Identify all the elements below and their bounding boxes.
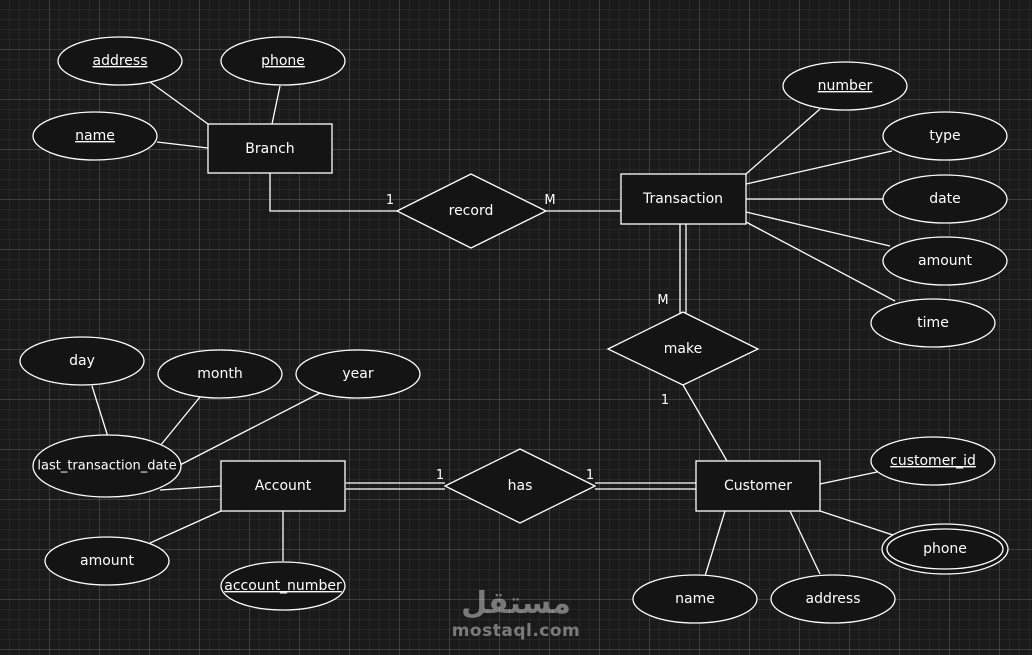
attribute-transaction-number[interactable]: number [782,61,908,111]
attribute-account-month[interactable]: month [157,349,283,399]
attribute-account-amount[interactable]: amount [44,536,170,586]
connectors [91,81,896,577]
entity-transaction[interactable]: Transaction [620,173,747,225]
watermark-url: mostaql.com [451,621,581,641]
attribute-label: amount [918,253,973,269]
attribute-label: number [818,78,873,94]
cardinality-record-branch: 1 [386,193,394,208]
cardinality-make-transaction: M [657,293,668,308]
cardinality-record-transaction: M [544,193,555,208]
attribute-account-year[interactable]: year [295,349,421,399]
attribute-label: month [197,366,242,382]
cardinality-has-customer: 1 [586,468,594,483]
attribute-label: year [342,366,373,382]
relationship-record-label: record [449,203,494,219]
attribute-label: type [929,128,960,144]
attribute-account-account-number[interactable]: account_number [220,561,346,611]
attribute-customer-customer-id[interactable]: customer_id [870,436,996,486]
attribute-label: phone [923,541,967,557]
cardinalities: 1 M M 1 1 1 [386,193,669,483]
relationship-make[interactable]: make [606,311,760,386]
attribute-label: customer_id [890,453,976,469]
attribute-branch-address[interactable]: address [57,36,183,86]
attribute-transaction-date[interactable]: date [882,174,1008,224]
attribute-customer-phone-multivalued[interactable]: phone [881,523,1009,575]
attribute-label: address [805,591,860,607]
cardinality-has-account: 1 [436,468,444,483]
attribute-customer-address[interactable]: address [770,574,896,624]
relationship-record[interactable]: record [395,173,548,249]
attribute-label: time [917,315,949,331]
attribute-account-day[interactable]: day [19,336,145,386]
entity-branch[interactable]: Branch [207,123,333,174]
entity-account-label: Account [255,478,312,494]
entity-customer[interactable]: Customer [695,460,821,512]
attribute-label: amount [80,553,135,569]
attribute-label: date [929,191,961,207]
relationship-has-label: has [508,478,533,494]
attribute-branch-name[interactable]: name [32,111,158,161]
entity-transaction-label: Transaction [642,191,723,207]
entity-account[interactable]: Account [220,460,346,512]
entity-branch-label: Branch [245,141,294,157]
entity-customer-label: Customer [724,478,792,494]
watermark-logo: مستقل [461,586,571,621]
attribute-label: name [675,591,715,607]
watermark: مستقل mostaql.com [436,586,596,642]
attribute-label: account_number [224,578,342,594]
attribute-branch-phone[interactable]: phone [220,36,346,86]
relationship-has[interactable]: has [443,448,597,524]
attribute-transaction-amount[interactable]: amount [882,236,1008,286]
attribute-account-last-transaction-date[interactable]: last_transaction_date [32,434,182,498]
attribute-customer-name[interactable]: name [632,574,758,624]
attribute-label: day [69,353,95,369]
attribute-transaction-time[interactable]: time [870,298,996,348]
attribute-label: name [75,128,115,144]
attribute-transaction-type[interactable]: type [882,111,1008,161]
attribute-label: address [92,53,147,69]
relationship-make-label: make [664,341,702,357]
attribute-label: last_transaction_date [37,459,176,474]
cardinality-make-customer: 1 [661,393,669,408]
attribute-label: phone [261,53,305,69]
